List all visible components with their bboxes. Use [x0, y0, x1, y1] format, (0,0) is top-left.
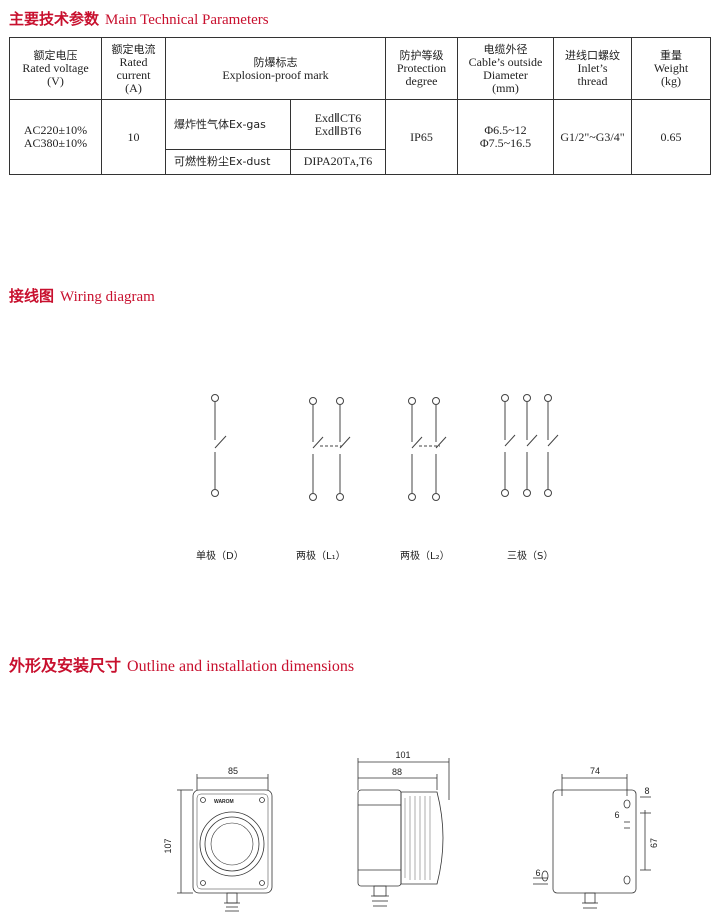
outline-title: 外形及安装尺寸 Outline and installation dimensio…	[9, 652, 354, 676]
header-protection: 防护等级 Protection degree	[385, 36, 458, 101]
cell-cable: Φ6.5~12 Φ7.5~16.5	[457, 99, 554, 175]
outline-title-cn: 外形及安装尺寸	[9, 656, 122, 675]
header-weight: 重量 Weight (kg)	[631, 36, 711, 101]
outline-drawings: 85 107 WAROM 101 88	[163, 750, 659, 912]
front-height-dim: 107	[163, 838, 173, 853]
rear-top-offset-dim: 8	[644, 786, 649, 796]
cell-current: 10	[101, 99, 166, 175]
switch-single-pole	[211, 394, 227, 497]
header-voltage: 额定电压 Rated voltage (V)	[9, 36, 102, 101]
main-params-title-cn: 主要技术参数	[9, 10, 100, 28]
main-params-title-en: Main Technical Parameters	[105, 12, 269, 28]
header-current: 额定电流 Rated current (A)	[101, 36, 166, 101]
cell-weight: 0.65	[631, 99, 711, 175]
cell-dust-mark: DIPA20Tᴀ,T6	[290, 148, 386, 176]
header-cable: 电缆外径 Cable’s outside Diameter (mm)	[457, 36, 554, 101]
cell-gas-marks: ExdⅡCT6 ExdⅡBT6	[290, 99, 386, 150]
wiring-title: 接线图 Wiring diagram	[9, 285, 155, 306]
front-view	[177, 774, 273, 912]
switch-triple-pole	[501, 394, 559, 497]
label-single-pole: 单极（D）	[196, 551, 244, 562]
outline-title-en: Outline and installation dimensions	[127, 658, 355, 675]
header-explosion: 防爆标志 Explosion-proof mark	[165, 36, 386, 101]
rear-view	[533, 774, 651, 909]
front-brand-mark: WAROM	[214, 799, 234, 805]
side-body-dim: 88	[392, 767, 402, 777]
rear-hole-dim: 6	[614, 810, 619, 820]
wiring-diagram	[211, 394, 559, 501]
switch-double-pole-l1	[309, 397, 351, 501]
label-double-pole-l1: 两极（L₁）	[296, 551, 346, 562]
main-params-title: 主要技术参数 Main Technical Parameters	[9, 8, 269, 29]
label-double-pole-l2: 两极（L₂）	[400, 551, 450, 562]
cell-gas-label: 爆炸性气体Ex-gas	[165, 99, 291, 150]
front-width-dim: 85	[228, 766, 238, 776]
label-triple-pole: 三极（S）	[507, 551, 554, 562]
cell-inlet: G1/2"~G3/4"	[553, 99, 632, 175]
params-table: 额定电压 Rated voltage (V) 额定电流 Rated curren…	[9, 36, 711, 176]
wiring-title-en: Wiring diagram	[60, 289, 155, 305]
rear-height-dim: 67	[649, 838, 659, 848]
side-view	[357, 758, 450, 907]
rear-bottom-dim: 6	[535, 868, 540, 878]
wiring-title-cn: 接线图	[9, 287, 55, 305]
switch-double-pole-l2	[408, 397, 447, 501]
header-inlet: 进线口螺纹 Inlet’s thread	[553, 36, 632, 101]
cell-dust-label: 可燃性粉尘Ex-dust	[165, 148, 291, 176]
side-overall-dim: 101	[395, 750, 410, 760]
cell-protection: IP65	[385, 99, 458, 175]
rear-width-dim: 74	[590, 766, 600, 776]
cell-voltage: AC220±10% AC380±10%	[9, 99, 102, 175]
